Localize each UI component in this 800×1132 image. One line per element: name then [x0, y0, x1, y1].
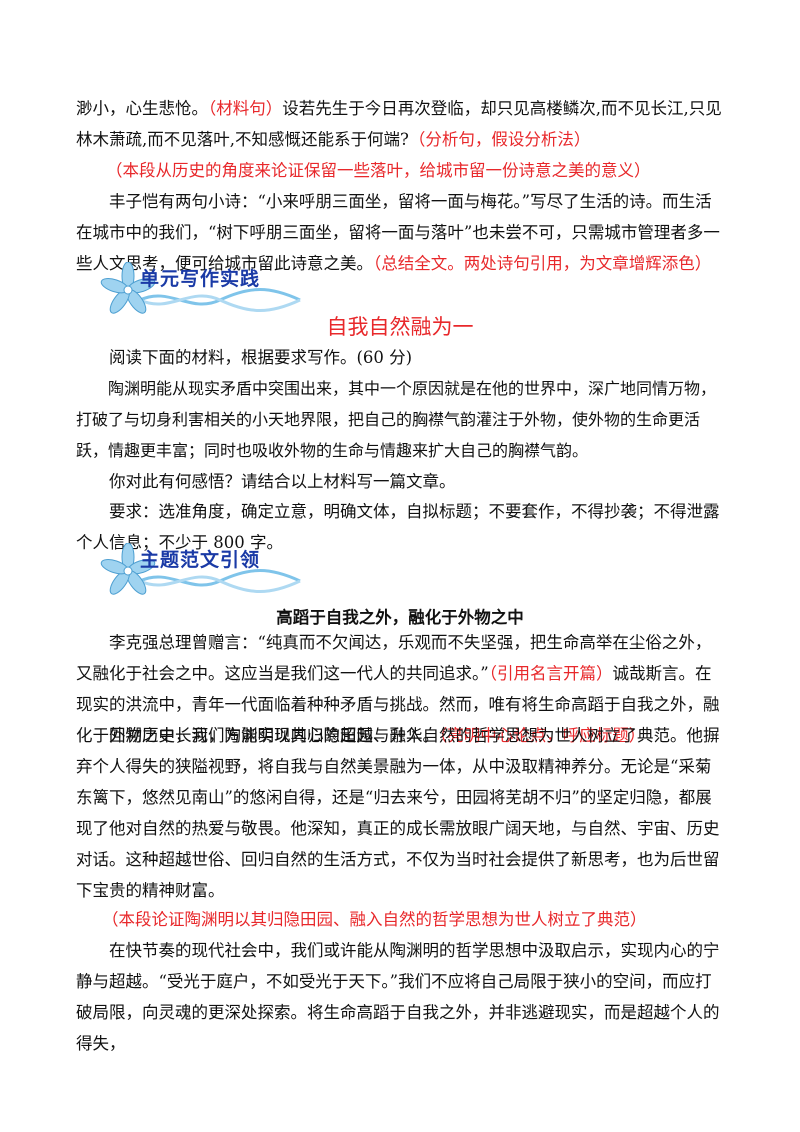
- text: 设若先生于今日再次登临，却只见高楼鳞次,而不见长江,只见: [282, 99, 722, 118]
- flower-icon: [100, 543, 301, 595]
- paragraph-feng: 丰子恺有两句小诗：“小来呼朋三面坐，留将一面与梅花。”写尽了生活的诗。而生活在城…: [76, 186, 726, 279]
- section-heading-label: 单元写作实践: [140, 268, 261, 290]
- flower-icon: [100, 262, 301, 314]
- essay-paragraph-3: 在快节奏的现代社会中，我们或许能从陶渊明的哲学思想中汲取启示，实现内心的宁静与超…: [76, 941, 720, 1053]
- text: 林木萧疏,而不见落叶,不知感慨还能系于何端?: [76, 130, 409, 149]
- text: 渺小，心生悲怆。: [76, 99, 208, 118]
- task-question: 你对此有何感悟？请结合以上材料写一篇文章。: [109, 472, 456, 491]
- text: 丰子恺有两句小诗：“小来呼朋三面坐，留将一面与梅花。”写尽了生活的诗。而生活在城…: [76, 192, 720, 273]
- paragraph-note: （本段论证陶渊明以其归隐田园、融入自然的哲学思想为世人树立了典范）: [102, 910, 647, 929]
- annotation: （总结全文。两处诗句引用，为文章增辉添色）: [373, 254, 712, 273]
- annotation: （分析句，假设分析法）: [408, 130, 591, 149]
- topic-title: 自我自然融为一: [326, 315, 474, 339]
- top-paragraph: 渺小，心生悲怆。（材料句）设若先生于今日再次登临，却只见高楼鳞次,而不见长江,只…: [76, 93, 726, 155]
- section-heading: 单元写作实践: [100, 262, 360, 320]
- section-heading-label: 主题范文引领: [140, 549, 261, 571]
- essay-paragraph-2: 回溯历史长河，陶渊明以其归隐田园、融入自然的哲学思想为世人树立了典范。他摒弃个人…: [76, 726, 720, 900]
- section-heading: 主题范文引领: [100, 543, 360, 601]
- task-intro: 阅读下面的材料，根据要求写作。(60 分): [109, 348, 413, 367]
- task-material: 陶渊明能从现实矛盾中突围出来，其中一个原因就是在他的世界中，深广地同情万物，打破…: [76, 379, 717, 460]
- annotation: （材料句）: [208, 99, 283, 118]
- annotation: （亮明中心论点，呼应标题）: [439, 726, 646, 745]
- text: 诚哉斯言。在现实的洪流中，青年一代面临着种种矛盾与挑战。然而，唯有将生命高蹈于自…: [76, 664, 720, 745]
- annotation: （引用名言开篇）: [488, 664, 613, 683]
- text: 李克强总理曾赠言：“纯真而不欠闻达，乐观而不失坚强，把生命高举在尘俗之外，又融化…: [76, 633, 712, 683]
- essay-title: 高蹈于自我之外，融化于外物之中: [276, 608, 524, 627]
- essay-paragraph-1: 李克强总理曾赠言：“纯真而不欠闻达，乐观而不失坚强，把生命高举在尘俗之外，又融化…: [76, 627, 726, 751]
- paragraph-note: （本段从历史的角度来论证保留一些落叶，给城市留一份诗意之美的意义）: [106, 161, 651, 180]
